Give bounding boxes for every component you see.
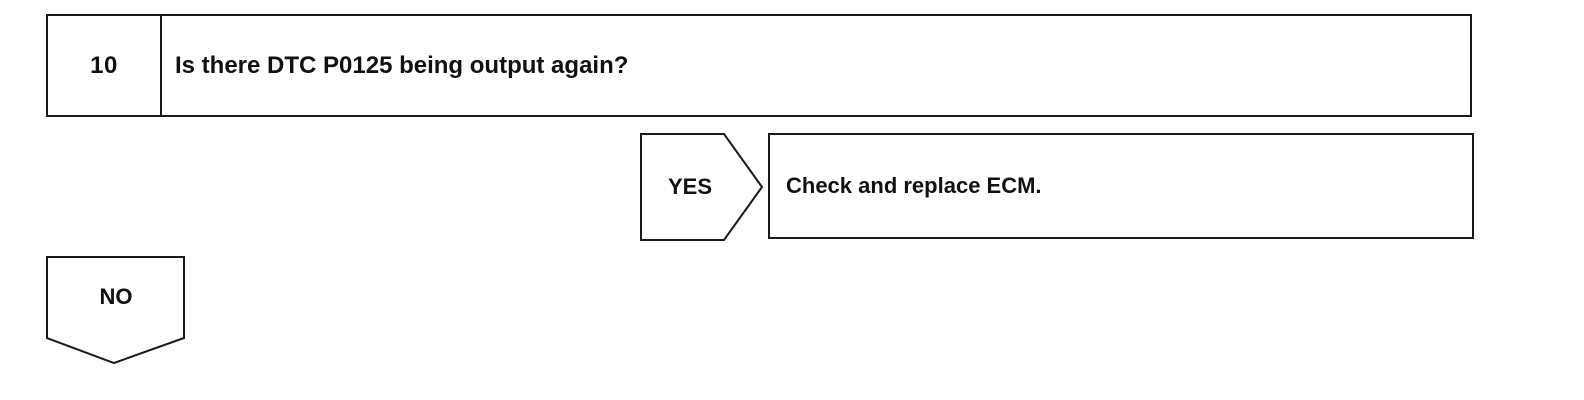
yes-arrow-shape bbox=[640, 133, 764, 241]
no-branch-tag: NO bbox=[46, 256, 186, 366]
no-label: NO bbox=[99, 284, 133, 309]
step-number-cell: 10 bbox=[48, 16, 162, 115]
step-question: Is there DTC P0125 being output again? bbox=[175, 51, 629, 79]
step-number: 10 bbox=[90, 51, 118, 79]
step-box: 10 Is there DTC P0125 being output again… bbox=[46, 14, 1472, 117]
yes-result-text: Check and replace ECM. bbox=[786, 173, 1042, 198]
yes-result-box: Check and replace ECM. bbox=[768, 133, 1474, 239]
yes-label: YES bbox=[668, 174, 713, 199]
yes-branch-tag: YES bbox=[640, 133, 766, 241]
no-arrow-shape bbox=[46, 256, 185, 365]
